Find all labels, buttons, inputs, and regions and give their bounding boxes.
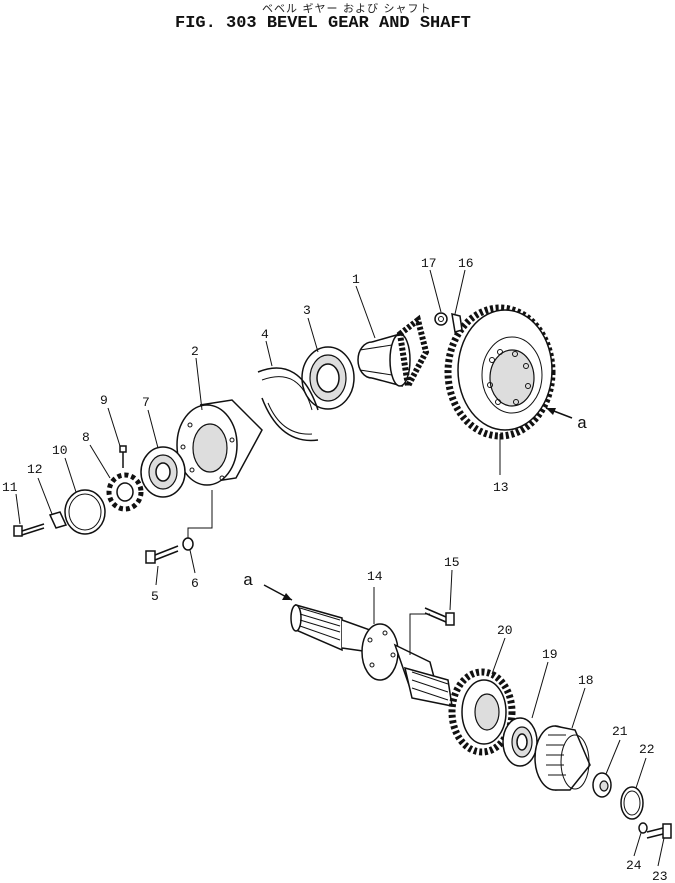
bearing-3 [301,346,355,410]
label-part-5: 5 [151,589,159,604]
bearing-19 [502,717,538,767]
label-part-22: 22 [639,742,655,757]
bearing-7 [140,446,186,498]
lock-plate-16 [451,312,463,333]
bolt-15 [424,607,455,626]
label-part-2: 2 [191,344,199,359]
label-part-21: 21 [612,724,628,739]
bearing-cage-2 [176,399,263,486]
bolt-11 [13,523,45,537]
label-part-6: 6 [191,576,199,591]
snap-ring-22 [620,786,644,820]
label-part-7: 7 [142,395,150,410]
lock-washer-12 [48,511,68,529]
leader-lines [15,269,665,867]
japanese-title: ベベル ギヤー および シャフト [262,2,432,15]
view-arrow-a-bottom [263,584,293,601]
label-part-12: 12 [27,462,43,477]
bolt-5 [145,545,179,564]
nut-21 [592,772,612,798]
bevel-pinion-1 [357,314,430,396]
nut-17 [434,312,448,326]
label-part-17: 17 [421,256,437,271]
lock-nut-8 [106,472,144,512]
label-part-11: 11 [2,480,18,495]
label-part-9: 9 [100,393,108,408]
label-part-16: 16 [458,256,474,271]
label-part-20: 20 [497,623,513,638]
label-part-23: 23 [652,869,668,883]
label-part-3: 3 [303,303,311,318]
label-part-13: 13 [493,480,509,495]
label-part-14: 14 [367,569,383,584]
label-part-10: 10 [52,443,68,458]
bevel-ring-gear-13 [444,304,556,440]
view-arrow-a-top [545,407,573,419]
gear-20 [448,668,516,756]
label-part-4: 4 [261,327,269,342]
snap-ring-10 [64,489,106,535]
shaft-bolt-bracket [409,613,430,655]
shim-halves-4 [257,367,319,442]
washer-24 [638,822,648,834]
bolt-23 [646,823,672,839]
label-part-1: 1 [352,272,360,287]
bearing-cup-18 [534,725,591,791]
bolt-9 [119,445,127,468]
figure-title: FIG. 303 BEVEL GEAR AND SHAFT [175,14,471,33]
label-part-18: 18 [578,673,594,688]
label-part-8: 8 [82,430,90,445]
label-part-24: 24 [626,858,642,873]
assembly-bracket [187,490,213,538]
washer-6 [182,537,194,551]
label-part-19: 19 [542,647,558,662]
label-view-a-top: a [577,415,587,434]
label-view-a-bottom: a [243,572,253,591]
label-part-15: 15 [444,555,460,570]
output-shaft-14 [290,604,453,707]
